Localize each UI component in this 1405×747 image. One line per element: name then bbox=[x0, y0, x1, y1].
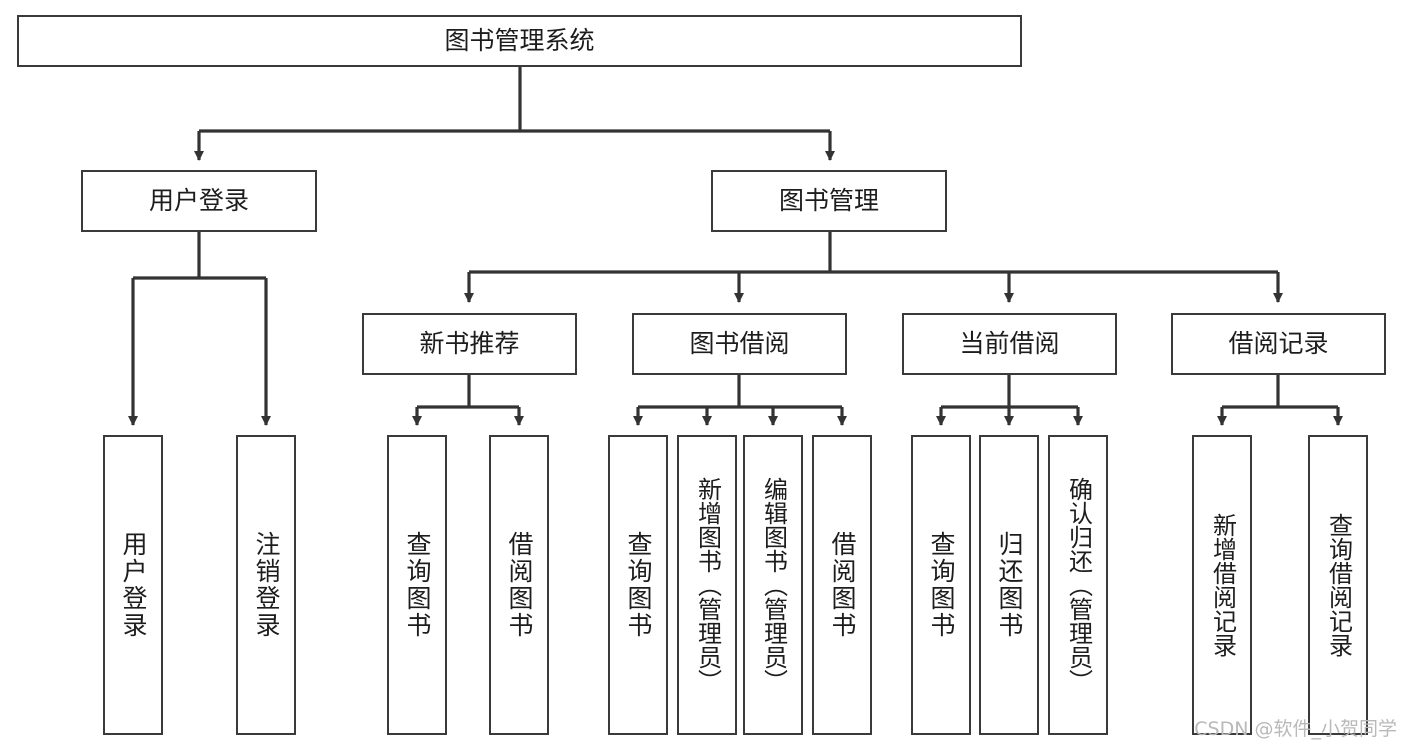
node-label: 归还图书 bbox=[995, 531, 1024, 639]
node-label: 查询借阅记录 bbox=[1324, 513, 1353, 657]
node-leaf-query-book-current[interactable]: 查询图书 bbox=[911, 435, 971, 735]
node-current-borrow[interactable]: 当前借阅 bbox=[902, 313, 1117, 375]
node-leaf-add-borrow-record[interactable]: 新增借阅记录 bbox=[1192, 435, 1252, 735]
node-label: 新书推荐 bbox=[419, 329, 520, 358]
node-label: 当前借阅 bbox=[959, 329, 1060, 358]
node-leaf-logout[interactable]: 注销登录 bbox=[236, 435, 296, 735]
node-leaf-query-borrow-record[interactable]: 查询借阅记录 bbox=[1308, 435, 1368, 735]
node-label: 用户登录 bbox=[119, 531, 148, 639]
node-book-borrow[interactable]: 图书借阅 bbox=[632, 313, 847, 375]
node-leaf-return-book[interactable]: 归还图书 bbox=[979, 435, 1039, 735]
node-label: 查询图书 bbox=[403, 531, 432, 639]
node-label: 借阅图书 bbox=[828, 531, 857, 639]
node-label: 注销登录 bbox=[252, 531, 281, 639]
node-leaf-lend-book[interactable]: 借阅图书 bbox=[812, 435, 872, 735]
node-borrow-record[interactable]: 借阅记录 bbox=[1171, 313, 1386, 375]
node-user-login[interactable]: 用户登录 bbox=[81, 170, 317, 232]
node-leaf-add-book-admin[interactable]: 新增图书（管理员） bbox=[677, 435, 737, 735]
node-label: 图书管理 bbox=[778, 186, 879, 215]
node-label: 图书借阅 bbox=[689, 329, 790, 358]
node-label: 用户登录 bbox=[148, 186, 249, 215]
node-label: 查询图书 bbox=[624, 531, 653, 639]
node-leaf-user-login[interactable]: 用户登录 bbox=[103, 435, 163, 735]
node-label: 新增借阅记录 bbox=[1208, 513, 1237, 657]
node-label: 借阅记录 bbox=[1228, 329, 1329, 358]
node-book-management[interactable]: 图书管理 bbox=[711, 170, 947, 232]
node-leaf-edit-book-admin[interactable]: 编辑图书（管理员） bbox=[743, 435, 803, 735]
node-new-book-recommend[interactable]: 新书推荐 bbox=[362, 313, 577, 375]
node-label: 编辑图书（管理员） bbox=[759, 477, 788, 693]
node-label: 新增图书（管理员） bbox=[693, 477, 722, 693]
node-leaf-query-book-borrow[interactable]: 查询图书 bbox=[608, 435, 668, 735]
node-leaf-query-book-newbook[interactable]: 查询图书 bbox=[387, 435, 447, 735]
node-label: 查询图书 bbox=[927, 531, 956, 639]
node-label: 图书管理系统 bbox=[444, 26, 595, 55]
node-leaf-confirm-return-admin[interactable]: 确认归还（管理员） bbox=[1048, 435, 1108, 735]
node-label: 确认归还（管理员） bbox=[1064, 477, 1093, 693]
node-leaf-borrow-book-newbook[interactable]: 借阅图书 bbox=[489, 435, 549, 735]
node-label: 借阅图书 bbox=[505, 531, 534, 639]
node-root-book-management-system[interactable]: 图书管理系统 bbox=[17, 15, 1022, 67]
